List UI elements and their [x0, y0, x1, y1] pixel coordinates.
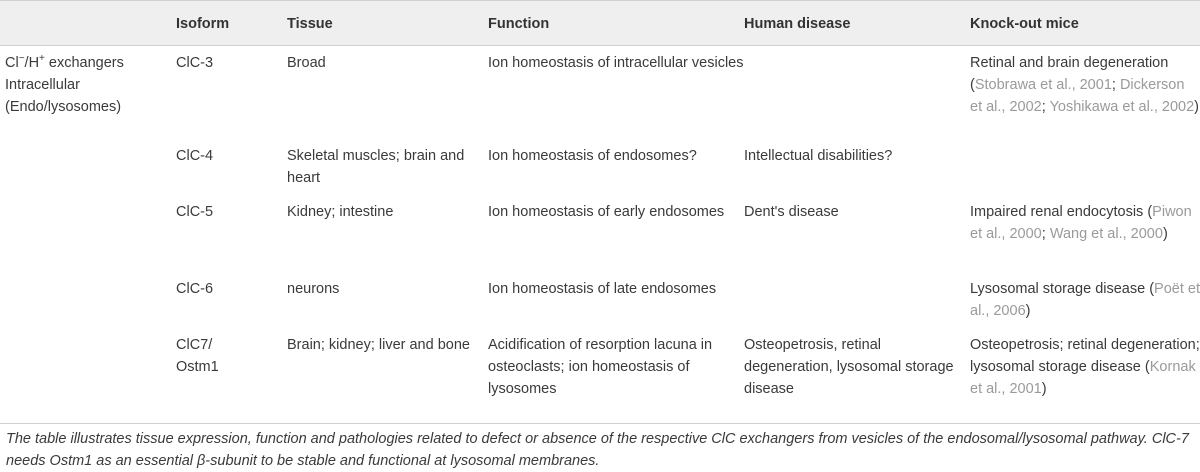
citation-link[interactable]: Poët et al., 2006 — [970, 281, 1200, 319]
isoform-cell: ClC-5 — [176, 204, 214, 220]
citation-link[interactable]: Wang et al., 2000 — [1049, 226, 1163, 242]
function-cell: Acidification of resorption lacuna in os… — [488, 337, 713, 397]
clc-exchangers-table: Isoform Tissue Function Human disease Kn… — [0, 0, 1200, 423]
citation-link[interactable]: Dickerson et al., 2002 — [970, 77, 1185, 115]
tissue-cell: Skeletal muscles; brain and heart — [287, 148, 465, 186]
knockout-text: Retinal and brain degeneration — [970, 55, 1169, 71]
disease-cell: Intellectual disabilities? — [744, 148, 893, 164]
group-label-cell: Cl−/H+ exchangers Intracellular (Endo/ly… — [0, 46, 176, 424]
disease-cell: Dent's disease — [744, 204, 839, 220]
citation-link[interactable]: Yoshikawa et al., 2002 — [1049, 99, 1195, 115]
header-human-disease: Human disease — [744, 0, 970, 46]
header-function: Function — [488, 0, 744, 46]
disease-cell — [744, 272, 970, 328]
group-label-line3: (Endo/lysosomes) — [5, 99, 122, 115]
header-tissue: Tissue — [287, 0, 488, 46]
tissue-cell: Brain; kidney; liver and bone — [287, 337, 470, 353]
table-row: ClC-4 Skeletal muscles; brain and heart … — [0, 139, 1200, 195]
knockout-cell: Osteopetrosis; retinal degeneration; lys… — [970, 337, 1200, 397]
header-group — [0, 0, 176, 46]
knockout-cell: Lysosomal storage disease (Poët et al., … — [970, 281, 1200, 319]
tissue-cell: neurons — [287, 281, 340, 297]
citation-link[interactable]: Stobrawa et al., 2001 — [974, 77, 1112, 93]
tissue-cell: Kidney; intestine — [287, 204, 394, 220]
function-cell: Ion homeostasis of endosomes? — [488, 148, 697, 164]
function-cell: Ion homeostasis of late endosomes — [488, 281, 717, 297]
header-isoform: Isoform — [176, 0, 287, 46]
function-cell: Ion homeostasis of early endosomes — [488, 204, 725, 220]
knockout-cell — [970, 139, 1200, 195]
table-row: Cl−/H+ exchangers Intracellular (Endo/ly… — [0, 46, 1200, 140]
table-header-row: Isoform Tissue Function Human disease Kn… — [0, 0, 1200, 46]
table-footnote: The table illustrates tissue expression,… — [0, 424, 1200, 472]
isoform-cell: ClC-6 — [176, 281, 214, 297]
disease-cell — [744, 46, 970, 140]
table-row: ClC-5 Kidney; intestine Ion homeostasis … — [0, 195, 1200, 272]
citation-link[interactable]: Kornak et al., 2001 — [970, 359, 1196, 397]
isoform-cell: ClC-4 — [176, 148, 214, 164]
header-knock-out-mice: Knock-out mice — [970, 0, 1200, 46]
group-label-line1: Cl−/H+ exchangers — [5, 53, 124, 72]
table-bottom-divider — [0, 423, 1200, 424]
tissue-cell: Broad — [287, 55, 326, 71]
knockout-text: Lysosomal storage disease — [970, 281, 1146, 297]
knockout-text: Impaired renal endocytosis — [970, 204, 1144, 220]
table-row: ClC7/ Ostm1 Brain; kidney; liver and bon… — [0, 328, 1200, 423]
knockout-text: Osteopetrosis; retinal degeneration; lys… — [970, 337, 1200, 375]
isoform-cell: ClC-3 — [176, 55, 214, 71]
knockout-cell: Impaired renal endocytosis (Piwon et al.… — [970, 204, 1192, 242]
disease-cell: Osteopetrosis, retinal degeneration, lys… — [744, 337, 954, 397]
knockout-cell: Retinal and brain degeneration (Stobrawa… — [970, 55, 1199, 115]
isoform-cell: ClC7/ Ostm1 — [176, 337, 219, 375]
function-cell: Ion homeostasis of intracellular vesicle… — [488, 55, 744, 71]
group-label-line2: Intracellular — [5, 77, 80, 93]
citation-link[interactable]: Piwon et al., 2000 — [970, 204, 1192, 242]
table-row: ClC-6 neurons Ion homeostasis of late en… — [0, 272, 1200, 328]
